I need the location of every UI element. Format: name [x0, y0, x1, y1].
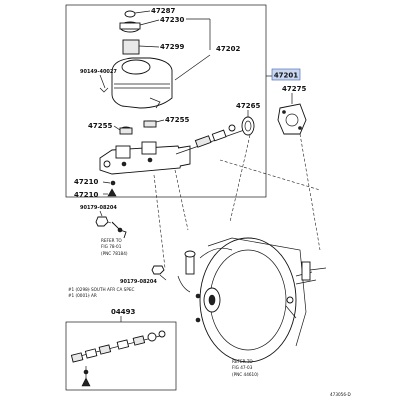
note-1d: ) AR — [88, 293, 97, 298]
callout-47210-b[interactable]: 47210 — [74, 191, 98, 199]
ref2-l3: (PNC 44610) — [232, 372, 259, 377]
callout-47265[interactable]: 47265 — [236, 102, 260, 110]
callout-90179-a[interactable]: 90179-08204 — [80, 205, 117, 211]
brake-booster — [177, 237, 327, 363]
cylinder-seal — [241, 116, 255, 136]
callout-47255-a[interactable]: 47255 — [88, 122, 112, 130]
diagram-code: 473056-D — [330, 392, 351, 397]
cap-part — [124, 10, 136, 18]
callout-47255-b[interactable]: 47255 — [165, 116, 189, 124]
master-cylinder-frame — [65, 4, 267, 198]
note-1c: ) SOUTH AFR CA SPEC — [88, 287, 134, 292]
repair-kit-frame — [65, 321, 177, 391]
note-1b: #1 (0001- — [68, 293, 90, 298]
highlight-47201[interactable] — [271, 68, 301, 81]
ref1-l1: REFER TO — [101, 238, 122, 243]
booster-gasket — [277, 103, 307, 135]
ref2-l2: FIG 47-03 — [232, 365, 253, 370]
repair-kit-parts — [70, 330, 166, 387]
callout-90179-b[interactable]: 90179-08204 — [120, 279, 157, 285]
callout-47287[interactable]: 47287 — [151, 7, 175, 15]
callout-47230[interactable]: 47230 — [160, 16, 184, 24]
piston-seals — [175, 124, 251, 155]
callout-47299[interactable]: 47299 — [160, 43, 184, 51]
callout-90149[interactable]: 90149-40027 — [80, 69, 117, 75]
master-cylinder-body — [99, 141, 191, 175]
callout-47210-a[interactable]: 47210 — [74, 178, 98, 186]
nut-b — [151, 265, 165, 275]
callout-47202[interactable]: 47202 — [216, 45, 240, 53]
callout-47201[interactable]: 47201 — [274, 72, 298, 80]
ref1-l3: (PNC 78184) — [101, 251, 128, 256]
ref2-l1: REFER TO — [232, 359, 253, 364]
callout-04493[interactable]: 04493 — [111, 308, 135, 316]
note-1a: #1 (0298- — [68, 287, 90, 292]
nut-a — [95, 216, 109, 227]
ref1-l2: FIG 78-01 — [101, 244, 122, 249]
reservoir-strainer — [122, 39, 140, 55]
callout-47275[interactable]: 47275 — [282, 85, 306, 93]
